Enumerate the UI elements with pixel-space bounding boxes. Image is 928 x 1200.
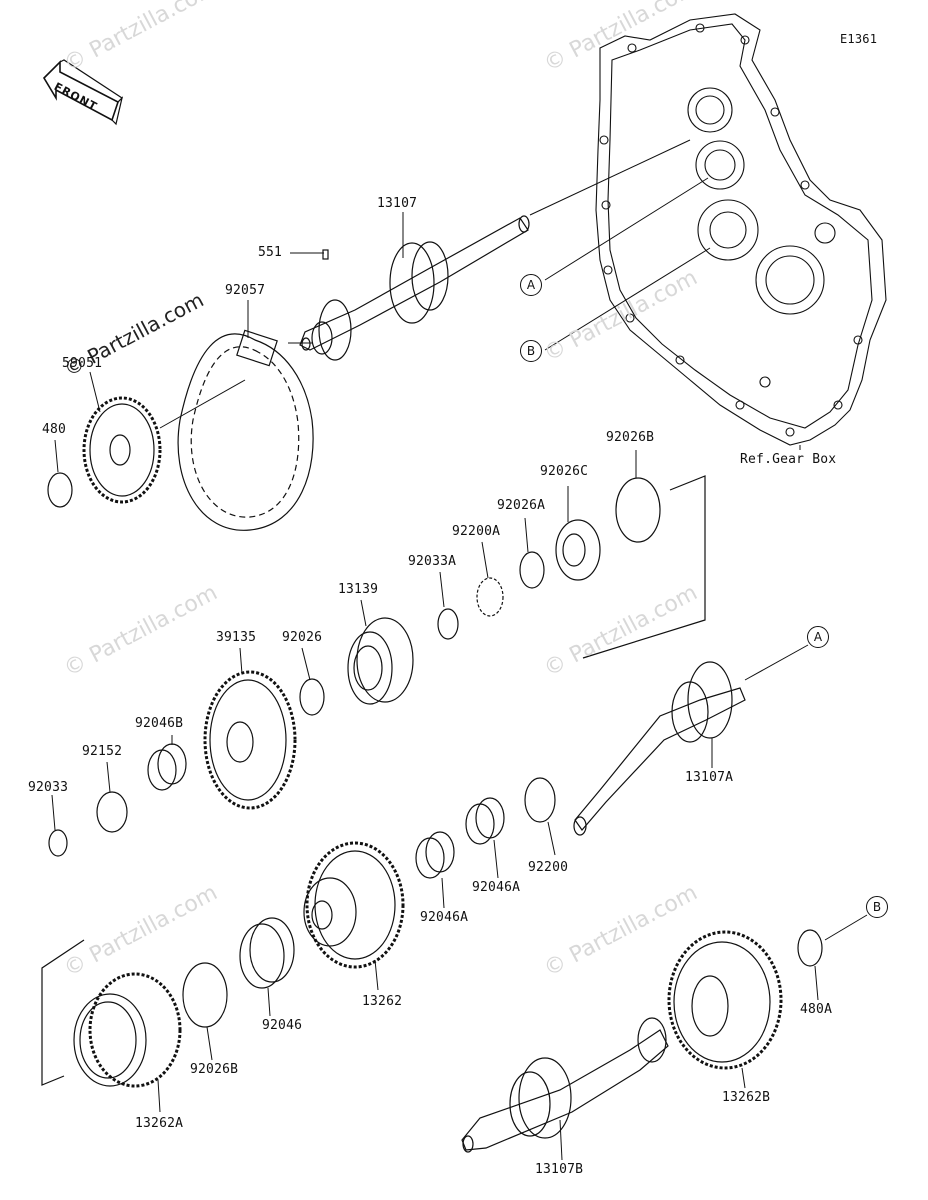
gear-13262B bbox=[667, 930, 783, 1070]
part-label-92046B: 92046B bbox=[135, 716, 184, 731]
bearing-92046A-lower bbox=[415, 831, 455, 879]
part-label-551: 551 bbox=[258, 245, 283, 260]
bracket-line-lower bbox=[41, 939, 85, 1086]
collar-13139 bbox=[347, 617, 414, 705]
part-label-92046A-upper: 92046A bbox=[472, 880, 521, 895]
washer-92200A bbox=[476, 577, 504, 617]
part-label-92026A: 92026A bbox=[497, 498, 546, 513]
part-label-92026B-bottom: 92026B bbox=[190, 1062, 239, 1077]
circlip-92033 bbox=[48, 829, 68, 857]
chain-92057 bbox=[177, 329, 314, 531]
part-label-92046A-lower: 92046A bbox=[420, 910, 469, 925]
bearing-92046B bbox=[147, 743, 187, 791]
part-label-39135: 39135 bbox=[216, 630, 257, 645]
leader-lines bbox=[51, 139, 868, 1161]
part-label-59051: 59051 bbox=[62, 356, 103, 371]
ring-92026B-bottom bbox=[182, 962, 228, 1028]
washer-92200 bbox=[524, 777, 556, 823]
circlip-480 bbox=[47, 472, 73, 508]
sprocket-59051 bbox=[82, 396, 162, 504]
ring-92026B-top bbox=[615, 477, 661, 543]
part-label-13262: 13262 bbox=[362, 994, 403, 1009]
part-label-13107A: 13107A bbox=[685, 770, 734, 785]
bearing-92046 bbox=[239, 917, 295, 989]
shaft-13107 bbox=[299, 215, 530, 361]
bracket-line-upper bbox=[582, 475, 706, 659]
part-label-92152: 92152 bbox=[82, 744, 123, 759]
shaft-13107B bbox=[461, 1017, 669, 1153]
part-label-13107B: 13107B bbox=[535, 1162, 584, 1177]
plate-92026C bbox=[555, 519, 601, 581]
part-label-92200A: 92200A bbox=[452, 524, 501, 539]
gear-box-housing bbox=[595, 13, 887, 446]
part-label-92026B-top: 92026B bbox=[606, 430, 655, 445]
front-arrow-icon bbox=[42, 59, 124, 126]
part-label-92033: 92033 bbox=[28, 780, 69, 795]
ref-gear-box-label: Ref.Gear Box bbox=[740, 452, 837, 467]
part-label-92057: 92057 bbox=[225, 283, 266, 298]
bearing-92046A-upper bbox=[465, 797, 505, 845]
gear-13262A bbox=[73, 972, 182, 1088]
callout-b-upper: B bbox=[520, 340, 542, 362]
part-label-92026C: 92026C bbox=[540, 464, 589, 479]
part-label-92033A: 92033A bbox=[408, 554, 457, 569]
gear-13262 bbox=[303, 841, 405, 969]
gear-39135 bbox=[203, 670, 297, 810]
shaft-13107A bbox=[573, 661, 746, 836]
part-label-13262B: 13262B bbox=[722, 1090, 771, 1105]
circlip-480A bbox=[797, 929, 823, 967]
part-label-13107: 13107 bbox=[377, 196, 418, 211]
part-label-92200: 92200 bbox=[528, 860, 569, 875]
washer-92026 bbox=[299, 678, 325, 716]
circlip-92033A bbox=[437, 608, 459, 640]
callout-a-lower: A bbox=[807, 626, 829, 648]
diagram-code: E1361 bbox=[840, 32, 878, 46]
housing-bolt-holes bbox=[599, 23, 863, 437]
part-label-480: 480 bbox=[42, 422, 67, 437]
part-label-13262A: 13262A bbox=[135, 1116, 184, 1131]
washer-92026A bbox=[519, 551, 545, 589]
part-label-92046: 92046 bbox=[262, 1018, 303, 1033]
callout-b-lower: B bbox=[866, 896, 888, 918]
part-label-13139: 13139 bbox=[338, 582, 379, 597]
part-label-92026: 92026 bbox=[282, 630, 323, 645]
part-label-480A: 480A bbox=[800, 1002, 833, 1017]
washer-92152 bbox=[96, 791, 128, 833]
callout-a-upper: A bbox=[520, 274, 542, 296]
